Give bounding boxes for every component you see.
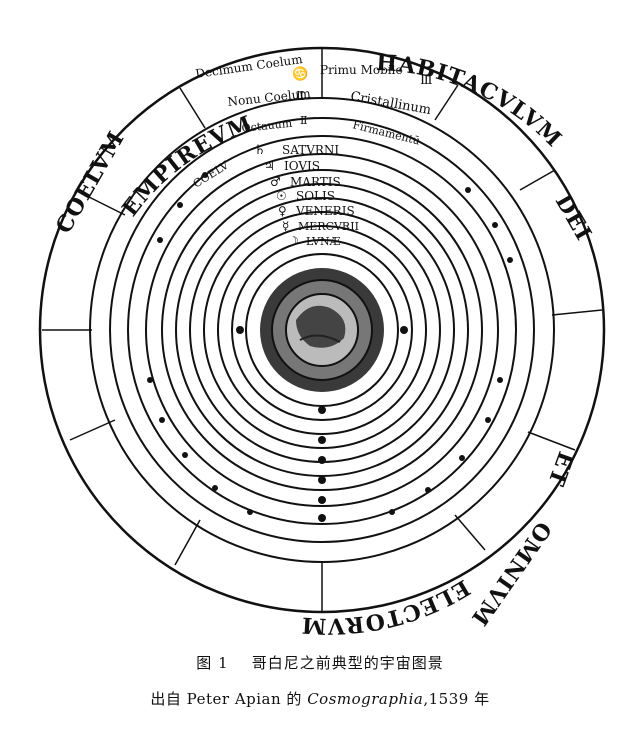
symbol-saturni: ♄ [254,143,266,158]
zodiac-dividers [42,48,603,612]
figure-caption: 图 1 哥白尼之前典型的宇宙图景 [0,652,640,673]
symbol-nonum: Ⅱ [296,89,304,103]
earth-center [260,268,384,392]
symbol-mercurii: ☿ [282,219,289,233]
symbol-octauum: Ⅱ [300,114,307,127]
figure-title: 哥白尼之前典型的宇宙图景 [251,654,444,672]
label-veneris: VENERIS [295,204,355,218]
word-dei: DEI [550,190,597,246]
symbol-veneris: ♀ [278,204,287,218]
label-martis: MARTIS [290,175,341,189]
source-book-title: Cosmographia [307,690,424,708]
symbol-martis: ♂ [270,175,281,189]
word-empireum: EMPIREVM [117,111,256,222]
label-cristallinum: Cristallinum [349,89,432,118]
symbol-lunae: ☽ [288,234,299,248]
star-dots [147,172,513,522]
label-octauum: Octauum [241,117,293,135]
cosmos-diagram: EMPIREVM HABITACVLVM DEI ET OMNIVM ELECT… [38,46,606,639]
symbol-decimum: ♋ [292,66,308,82]
word-omnium: OMNIVM [465,517,556,631]
label-firmamentum: Firmamentū [351,118,421,147]
label-solis: SOLIS [296,189,335,203]
figure-number: 图 1 [196,654,229,672]
symbol-iovis: ♃ [264,159,275,173]
label-lunae: LVNÆ [306,235,341,248]
source-suffix: ,1539 年 [423,690,490,708]
symbol-solis: ☉ [276,189,287,203]
source-prefix: 出自 Peter Apian 的 [150,690,308,708]
label-primum-mobile: Primu Mobile [320,63,403,77]
figure-source: 出自 Peter Apian 的 Cosmographia,1539 年 [0,688,640,709]
word-et: ET [542,448,578,490]
word-electorum: ELECTORVM [300,574,474,639]
label-iovis: IOVIS [284,159,320,173]
label-saturni: SATVRNI [282,143,339,157]
symbol-primum-mobile: Ⅲ [420,73,433,88]
label-mercurii: MERCVRII [298,220,359,233]
